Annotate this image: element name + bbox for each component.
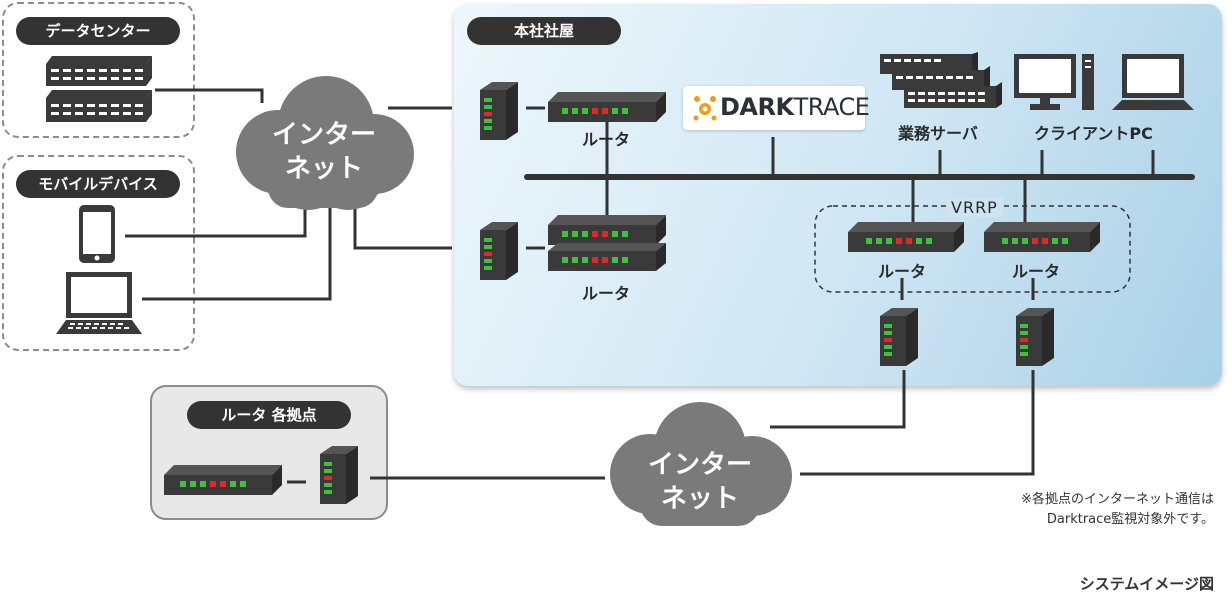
router-icon bbox=[548, 215, 666, 271]
branch-title: ルータ 各拠点 bbox=[187, 401, 351, 429]
router-icon bbox=[848, 222, 964, 252]
router-icon bbox=[164, 465, 282, 495]
darktrace-logo bbox=[683, 86, 865, 130]
monitoring-note-line1: ※各拠点のインターネット通信は bbox=[1021, 492, 1214, 507]
darktrace-logo-mark-icon bbox=[693, 96, 717, 121]
darktrace-logo-part2: TRACE bbox=[793, 93, 870, 121]
darktrace-logo-part1: DARK bbox=[720, 93, 794, 121]
datacenter-title: データセンター bbox=[16, 17, 180, 45]
vrrp-label: VRRP bbox=[946, 198, 1003, 217]
laptop-icon bbox=[56, 272, 142, 334]
mobile-title: モバイルデバイス bbox=[16, 170, 180, 198]
router-label-mid: ルータ bbox=[582, 284, 631, 303]
internet-cloud-top bbox=[236, 76, 414, 210]
firewall-icon bbox=[880, 308, 918, 366]
laptop-icon bbox=[1112, 54, 1194, 110]
cloud-top-line2: ネット bbox=[284, 154, 363, 184]
firewall-icon bbox=[1016, 308, 1054, 366]
figure-caption: システムイメージ図 bbox=[1079, 575, 1214, 593]
desktop-pc-icon bbox=[1014, 54, 1094, 110]
hq-title: 本社社屋 bbox=[467, 17, 621, 45]
smartphone-icon bbox=[79, 205, 115, 263]
router-icon bbox=[984, 222, 1100, 252]
internet-cloud-top-label: インター ネット bbox=[228, 118, 420, 186]
datacenter-server-icon bbox=[46, 56, 152, 122]
cloud-bottom-line2: ネット bbox=[660, 484, 739, 514]
monitoring-note: ※各拠点のインターネット通信は Darktrace監視対象外です。 bbox=[1021, 490, 1214, 530]
firewall-icon bbox=[320, 446, 358, 504]
internet-cloud-bottom-label: インター ネット bbox=[600, 448, 800, 516]
client-pc-label: クライアントPC bbox=[1034, 124, 1153, 143]
firewall-icon bbox=[480, 82, 518, 140]
business-server-icon bbox=[880, 52, 1002, 108]
firewall-icon bbox=[480, 222, 518, 280]
monitoring-note-line2: Darktrace監視対象外です。 bbox=[1046, 512, 1214, 527]
business-server-label: 業務サーバ bbox=[898, 124, 978, 143]
cloud-top-line1: インター bbox=[271, 120, 376, 150]
cloud-bottom-line1: インター bbox=[647, 450, 752, 480]
internet-cloud-bottom bbox=[610, 402, 792, 526]
vrrp-router-2-label: ルータ bbox=[1012, 262, 1061, 281]
router-label-top: ルータ bbox=[582, 130, 631, 149]
vrrp-router-1-label: ルータ bbox=[878, 262, 927, 281]
router-icon bbox=[548, 92, 666, 122]
darktrace-logo-text: DARKTRACE bbox=[720, 93, 870, 121]
